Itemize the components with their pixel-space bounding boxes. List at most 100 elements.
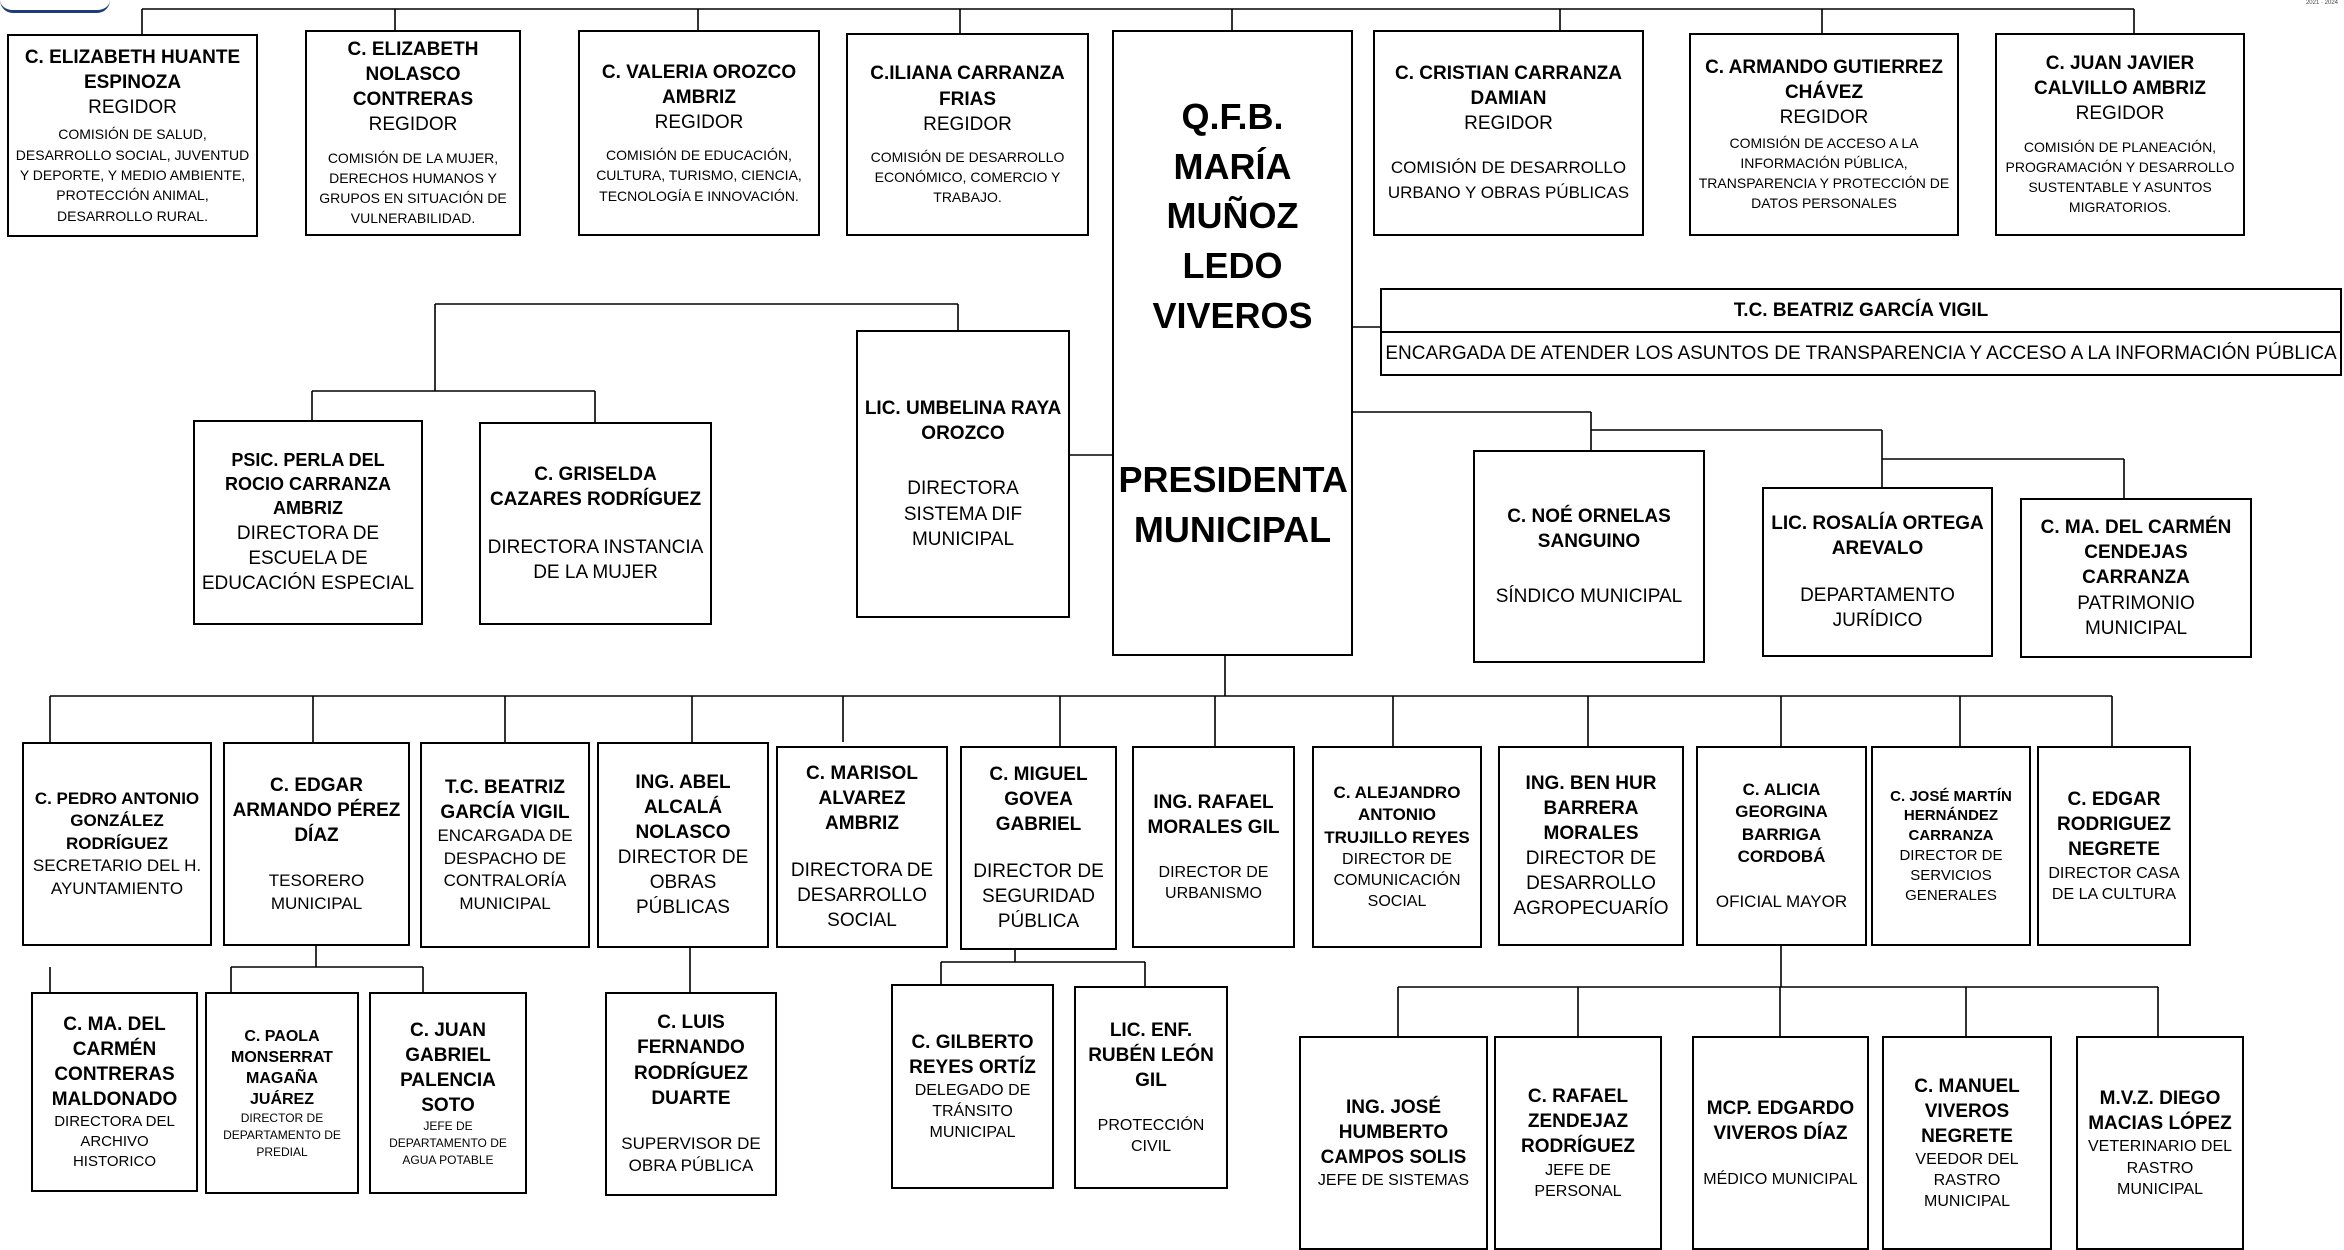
transparency-name: T.C. BEATRIZ GARCÍA VIGIL [1733,299,1989,321]
sub-unit-card: M.V.Z. DIEGO MACIAS LÓPEZ VETERINARIO DE… [2076,1036,2244,1250]
card-role: DIRECTOR DE COMUNICACIÓN SOCIAL [1333,850,1461,911]
card-role: REGIDOR [368,114,458,136]
card-name: C. EDGAR RODRIGUEZ NEGRETE [2057,789,2171,861]
regidor-card: C. VALERIA OROZCO AMBRIZ REGIDOR COMISIÓ… [578,30,820,236]
card-name: C. ELIZABETH NOLASCO CONTRERAS [347,39,479,111]
department-card: C. ALEJANDRO ANTONIO TRUJILLO REYES DIRE… [1312,746,1482,948]
sub-unit-card: C. RAFAEL ZENDEJAZ RODRÍGUEZ JEFE DE PER… [1494,1036,1662,1250]
card-name: C. ARMANDO GUTIERREZ CHÁVEZ [1705,57,1943,104]
card-role: REGIDOR [1464,112,1553,134]
card-role: DEPARTAMENTO JURÍDICO [1800,585,1955,632]
card-name: ING. ABEL ALCALÁ NOLASCO [635,771,731,843]
card-role: DIRECTOR DE DESARROLLO AGROPECUARÍO [1513,848,1669,920]
card-role: VETERINARIO DEL RASTRO MUNICIPAL [2087,1138,2233,1198]
card-name: ING. RAFAEL MORALES GIL [1147,791,1280,838]
director-card: PSIC. PERLA DEL ROCIO CARRANZA AMBRIZ DI… [193,420,423,625]
card-name: LIC. ROSALÍA ORTEGA AREVALO [1771,512,1984,559]
card-name: C. VALERIA OROZCO AMBRIZ [601,61,797,109]
regidor-card: C. JUAN JAVIER CALVILLO AMBRIZ REGIDOR C… [1995,33,2245,236]
card-role: JEFE DE DEPARTAMENTO DE AGUA POTABLE [389,1118,507,1167]
card-role: VEEDOR DEL RASTRO MUNICIPAL [1915,1150,2019,1211]
regidor-card: C. ELIZABETH HUANTE ESPINOZA REGIDOR COM… [7,34,258,237]
card-commission: COMISIÓN DE DESARROLLO ECONÓMICO, COMERC… [870,148,1065,206]
president-title: PRESIDENTA MUNICIPAL [1118,459,1348,551]
sub-unit-card: C. MA. DEL CARMÉN CONTRERAS MALDONADO DI… [31,992,198,1192]
card-commission: COMISIÓN DE LA MUJER, DERECHOS HUMANOS Y… [319,149,507,227]
sub-unit-card: C. JUAN GABRIEL PALENCIA SOTO JEFE DE DE… [369,992,527,1194]
sub-unit-card: ING. JOSÉ HUMBERTO CAMPOS SOLIS JEFE DE … [1299,1036,1488,1250]
card-role: DIRECTOR CASA DE LA CULTURA [2048,864,2180,903]
card-name: ING. BEN HUR BARRERA MORALES [1525,772,1657,844]
card-name: C. GILBERTO REYES ORTÍZ [909,1031,1036,1078]
department-card: T.C. BEATRIZ GARCÍA VIGIL ENCARGADA DE D… [420,742,590,948]
president-card: Q.F.B. MARÍA MUÑOZ LEDO VIVEROS PRESIDEN… [1112,30,1353,656]
sub-unit-card: C. GILBERTO REYES ORTÍZ DELEGADO DE TRÁN… [891,984,1054,1189]
card-role: DIRECTOR DE OBRAS PÚBLICAS [617,847,749,919]
department-card: ING. ABEL ALCALÁ NOLASCO DIRECTOR DE OBR… [597,742,769,948]
card-role: SUPERVISOR DE OBRA PÚBLICA [621,1133,761,1176]
card-role: DIRECTORA DE DESARROLLO SOCIAL [790,860,934,932]
regidor-card: C. ARMANDO GUTIERREZ CHÁVEZ REGIDOR COMI… [1689,33,1959,236]
card-name: C. MANUEL VIVEROS NEGRETE [1914,1075,2020,1147]
card-role: DELEGADO DE TRÁNSITO MUNICIPAL [914,1081,1031,1142]
transparency-role: ENCARGADA DE ATENDER LOS ASUNTOS DE TRAN… [1385,343,2337,364]
card-role: DIRECTORA INSTANCIA DE LA MUJER [487,536,704,583]
department-card: C. EDGAR RODRIGUEZ NEGRETE DIRECTOR CASA… [2037,746,2191,946]
card-role: MÉDICO MUNICIPAL [1703,1170,1858,1188]
card-name: C. ELIZABETH HUANTE ESPINOZA [24,47,241,94]
card-name: PSIC. PERLA DEL ROCIO CARRANZA AMBRIZ [225,450,391,518]
card-name: LIC. UMBELINA RAYA OROZCO [864,398,1062,445]
president-name: Q.F.B. MARÍA MUÑOZ LEDO VIVEROS [1152,96,1313,336]
department-card: C. MIGUEL GOVEA GABRIEL DIRECTOR DE SEGU… [960,746,1117,950]
card-role: ENCARGADA DE DESPACHO DE CONTRALORÍA MUN… [437,826,573,913]
card-name: C. PAOLA MONSERRAT MAGAÑA JUÁREZ [231,1027,333,1108]
card-name: C. PEDRO ANTONIO GONZÁLEZ RODRÍGUEZ [34,788,200,853]
card-name: M.V.Z. DIEGO MACIAS LÓPEZ [2088,1088,2232,1135]
card-commission: COMISIÓN DE SALUD, DESARROLLO SOCIAL, JU… [15,126,250,224]
card-name: C. ALICIA GEORGINA BARRIGA CORDOBÁ [1735,779,1828,867]
card-name: C. ALEJANDRO ANTONIO TRUJILLO REYES [1324,782,1470,847]
director-card: LIC. UMBELINA RAYA OROZCO DIRECTORA SIST… [856,330,1070,618]
sub-unit-card: C. LUIS FERNANDO RODRÍGUEZ DUARTE SUPERV… [605,992,777,1196]
regidor-card: C.ILIANA CARRANZA FRIAS REGIDOR COMISIÓN… [846,33,1089,236]
card-role: REGIDOR [1779,107,1869,129]
card-name: C. MIGUEL GOVEA GABRIEL [989,763,1088,835]
card-commission: COMISIÓN DE ACCESO A LA INFORMACIÓN PÚBL… [1698,134,1950,212]
card-role: REGIDOR [654,112,744,134]
director-card: LIC. ROSALÍA ORTEGA AREVALO DEPARTAMENTO… [1762,487,1993,657]
sub-unit-card: C. MANUEL VIVEROS NEGRETE VEEDOR DEL RAS… [1882,1036,2052,1250]
card-name: T.C. BEATRIZ GARCÍA VIGIL [440,777,570,824]
card-name: C. NOÉ ORNELAS SANGUINO [1507,505,1671,552]
card-role: DIRECTOR DE SEGURIDAD PÚBLICA [973,861,1104,933]
department-card: C. PEDRO ANTONIO GONZÁLEZ RODRÍGUEZ SECR… [22,742,212,946]
card-role: REGIDOR [923,113,1012,135]
administration-logo: 2021 · 2024 [2305,0,2338,6]
card-name: ING. JOSÉ HUMBERTO CAMPOS SOLIS [1320,1096,1467,1168]
card-name: MCP. EDGARDO VIVEROS DÍAZ [1706,1098,1855,1145]
department-card: C. EDGAR ARMANDO PÉREZ DÍAZ TESORERO MUN… [223,742,410,946]
department-card: C. JOSÉ MARTÍN HERNÁNDEZ CARRANZA DIRECT… [1871,746,2031,946]
card-role: OFICIAL MAYOR [1715,891,1848,911]
department-card: C. MARISOL ALVAREZ AMBRIZ DIRECTORA DE D… [776,746,948,948]
card-commission: COMISIÓN DE PLANEACIÓN, PROGRAMACIÓN Y D… [2005,138,2235,216]
department-card: ING. RAFAEL MORALES GIL DIRECTOR DE URBA… [1132,746,1295,948]
card-name: C. MA. DEL CARMÉN CENDEJAS CARRANZA [2040,517,2232,589]
card-role: TESORERO MUNICIPAL [268,871,365,913]
director-card: C. MA. DEL CARMÉN CENDEJAS CARRANZA PATR… [2020,498,2252,658]
sub-unit-card: LIC. ENF. RUBÉN LEÓN GIL PROTECCIÓN CIVI… [1074,986,1228,1189]
regidor-card: C. CRISTIAN CARRANZA DAMIAN REGIDOR COMI… [1373,30,1644,236]
card-role: REGIDOR [2075,103,2165,125]
card-name: C. MARISOL ALVAREZ AMBRIZ [806,762,918,834]
director-card: C. NOÉ ORNELAS SANGUINO SÍNDICO MUNICIPA… [1473,450,1705,663]
card-role: DIRECTOR DE URBANISMO [1158,863,1269,903]
sub-unit-card: MCP. EDGARDO VIVEROS DÍAZ MÉDICO MUNICIP… [1692,1036,1869,1250]
card-role: DIRECTORA DE ESCUELA DE EDUCACIÓN ESPECI… [201,522,415,594]
card-role: PROTECCIÓN CIVIL [1097,1117,1205,1156]
card-commission: COMISIÓN DE EDUCACIÓN, CULTURA, TURISMO,… [596,147,802,204]
municipal-logo [0,0,110,13]
card-role: DIRECTORA SISTEMA DIF MUNICIPAL [903,478,1023,550]
transparency-card: T.C. BEATRIZ GARCÍA VIGIL ENCARGADA DE A… [1380,288,2342,376]
card-name: C. JUAN GABRIEL PALENCIA SOTO [400,1019,496,1116]
card-name: C. RAFAEL ZENDEJAZ RODRÍGUEZ [1521,1086,1635,1158]
card-role: PATRIMONIO MUNICIPAL [2077,592,2195,639]
